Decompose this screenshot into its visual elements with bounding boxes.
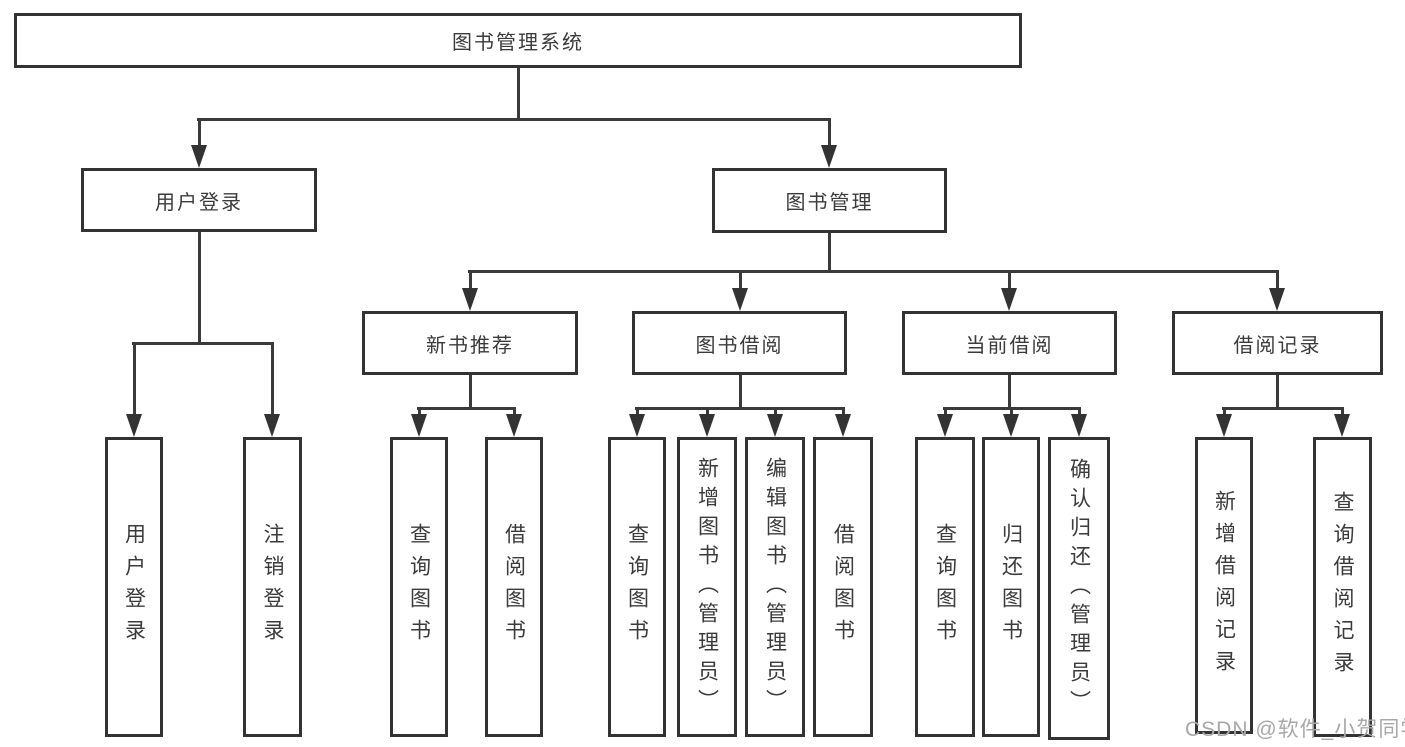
arrow-down-icon xyxy=(126,414,142,437)
leaf-borrow-books-borrowing: 借阅图书 xyxy=(813,437,873,737)
node-label: 查询图书 xyxy=(407,523,431,651)
node-label: 当前借阅 xyxy=(965,334,1054,357)
connector-line xyxy=(417,407,516,410)
connector-line xyxy=(132,342,274,345)
arrow-down-icon xyxy=(699,414,715,437)
connector-line xyxy=(133,342,136,415)
connector-line xyxy=(198,118,201,146)
node-label: 借阅图书 xyxy=(502,523,526,651)
node-current-borrowing: 当前借阅 xyxy=(902,311,1117,375)
leaf-query-books-recommendation: 查询图书 xyxy=(390,437,448,737)
connector-line xyxy=(468,270,1279,273)
connector-line xyxy=(418,407,421,416)
arrow-down-icon xyxy=(462,288,478,311)
leaf-logout: 注销登录 xyxy=(243,437,302,737)
connector-line xyxy=(1078,407,1081,416)
leaf-query-borrow-record: 查询借阅记录 xyxy=(1313,437,1372,737)
node-label: 借阅记录 xyxy=(1233,334,1322,357)
leaf-confirm-return-admin: 确认归还（管理员） xyxy=(1048,437,1110,740)
connector-line xyxy=(1276,270,1279,290)
node-label: 图书管理系统 xyxy=(452,32,584,54)
arrow-down-icon xyxy=(264,414,280,437)
arrow-down-icon xyxy=(937,414,953,437)
leaf-return-books: 归还图书 xyxy=(982,437,1040,737)
connector-line xyxy=(1008,270,1011,290)
connector-line xyxy=(739,375,742,410)
node-label: 图书管理 xyxy=(785,192,874,214)
connector-line xyxy=(1276,375,1279,410)
connector-line xyxy=(1010,407,1013,416)
arrow-down-icon xyxy=(411,414,427,437)
connector-line xyxy=(636,407,639,416)
connector-line xyxy=(271,342,274,415)
node-new-book-recommendation: 新书推荐 xyxy=(362,311,578,375)
arrow-down-icon xyxy=(1269,288,1285,311)
watermark: CSDN @软件_小贺同学 xyxy=(1185,718,1405,741)
arrow-down-icon xyxy=(1071,414,1087,437)
connector-line xyxy=(469,375,472,410)
leaf-borrow-books-recommendation: 借阅图书 xyxy=(485,437,543,737)
node-label: 查询借阅记录 xyxy=(1331,491,1354,683)
node-label: 用户登录 xyxy=(122,523,146,651)
leaf-user-login: 用户登录 xyxy=(105,437,163,737)
arrow-down-icon xyxy=(1001,288,1017,311)
node-label: 查询图书 xyxy=(625,523,649,651)
arrow-down-icon xyxy=(821,145,837,168)
leaf-query-books-current: 查询图书 xyxy=(915,437,975,737)
connector-line xyxy=(197,118,831,121)
connector-line xyxy=(944,407,947,416)
arrow-down-icon xyxy=(1003,414,1019,437)
node-label: 注销登录 xyxy=(261,523,284,651)
arrow-down-icon xyxy=(767,414,783,437)
node-label: 查询图书 xyxy=(933,523,957,651)
node-library-management-system: 图书管理系统 xyxy=(14,13,1022,68)
node-label: 借阅图书 xyxy=(831,523,855,651)
connector-line xyxy=(706,407,709,416)
node-borrowing-records: 借阅记录 xyxy=(1172,311,1383,375)
leaf-query-books-borrowing: 查询图书 xyxy=(608,437,666,737)
node-user-login: 用户登录 xyxy=(81,168,317,232)
node-label: 编辑图书（管理员） xyxy=(763,456,787,718)
arrow-down-icon xyxy=(629,414,645,437)
connector-line xyxy=(828,118,831,146)
connector-line xyxy=(517,68,520,118)
leaf-edit-books-admin: 编辑图书（管理员） xyxy=(745,437,805,737)
node-book-management: 图书管理 xyxy=(712,168,947,233)
connector-line xyxy=(739,270,742,290)
node-label: 新增图书（管理员） xyxy=(695,456,719,718)
arrow-down-icon xyxy=(1216,414,1232,437)
arrow-down-icon xyxy=(191,145,207,168)
node-book-borrowing: 图书借阅 xyxy=(632,311,847,375)
connector-line xyxy=(1222,407,1344,410)
node-label: 图书借阅 xyxy=(695,334,784,357)
arrow-down-icon xyxy=(1334,414,1350,437)
node-label: 新书推荐 xyxy=(426,334,514,357)
connector-line xyxy=(842,407,845,416)
connector-line xyxy=(1341,407,1344,416)
arrow-down-icon xyxy=(835,414,851,437)
connector-line xyxy=(1008,375,1011,410)
connector-line xyxy=(513,407,516,416)
arrow-down-icon xyxy=(732,288,748,311)
leaf-add-books-admin: 新增图书（管理员） xyxy=(677,437,737,737)
connector-line xyxy=(198,232,201,345)
node-label: 新增借阅记录 xyxy=(1212,489,1236,682)
leaf-add-borrow-record: 新增借阅记录 xyxy=(1195,437,1253,734)
connector-line xyxy=(774,407,777,416)
arrow-down-icon xyxy=(506,414,522,437)
node-label: 确认归还（管理员） xyxy=(1067,458,1091,719)
connector-line xyxy=(635,407,845,410)
connector-line xyxy=(469,270,472,290)
connector-line xyxy=(1223,407,1226,416)
node-label: 用户登录 xyxy=(155,191,243,214)
connector-line xyxy=(828,233,831,273)
node-label: 归还图书 xyxy=(999,523,1023,651)
